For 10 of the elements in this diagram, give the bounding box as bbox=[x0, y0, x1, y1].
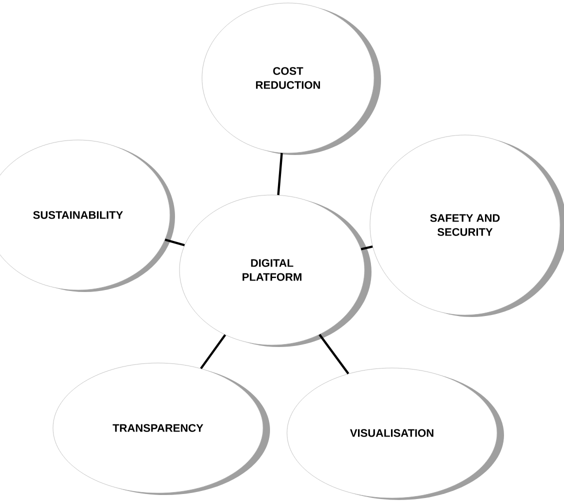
ellipse-node: DIGITAL PLATFORM bbox=[179, 194, 372, 347]
connector-line bbox=[277, 152, 283, 196]
ellipse-node: SAFETY AND SECURITY bbox=[370, 134, 564, 317]
ellipse-node: COST REDUCTION bbox=[202, 2, 381, 155]
ellipse-node: VISUALISATION bbox=[286, 368, 504, 500]
connector-line bbox=[164, 238, 185, 246]
connector-line bbox=[360, 245, 373, 250]
connector-line bbox=[200, 334, 226, 370]
ellipse-node: TRANSPARENCY bbox=[52, 362, 270, 495]
connector-line bbox=[318, 334, 350, 374]
